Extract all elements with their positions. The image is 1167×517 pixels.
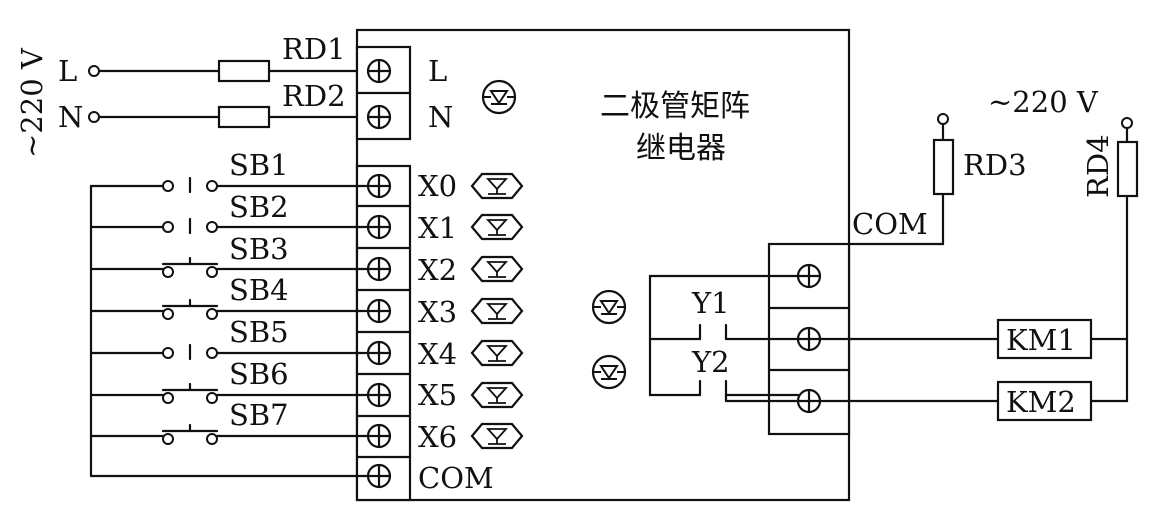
screw-terminal-icon: [366, 382, 392, 408]
screw-terminal-icon: [796, 326, 822, 352]
fuse-rd3: [932, 138, 955, 196]
screw-terminal-icon: [366, 340, 392, 366]
screw-terminal-icon: [366, 298, 392, 324]
wire-output-com: [847, 192, 945, 246]
terminal-x6-label: X6: [418, 420, 457, 454]
output-indicator-icon: [591, 289, 627, 325]
terminal-x1-label: X1: [418, 211, 457, 245]
supply-l-label: L: [58, 54, 77, 88]
button-sb6-label: SB6: [229, 357, 289, 391]
push-button-sb1: [162, 176, 218, 194]
input-terminal-dividers: [355, 204, 412, 459]
terminal-com-label: COM: [418, 461, 494, 495]
input-indicator-icon: [470, 339, 524, 367]
device-title-line1: 二极管矩阵: [600, 89, 750, 124]
push-button-sb7: [161, 423, 219, 445]
fuse-rd4-label: RD4: [1081, 134, 1115, 198]
output-com-label: COM: [852, 207, 928, 241]
input-indicator-icon: [470, 172, 524, 200]
power-indicator-icon: [481, 79, 517, 115]
supply-right-terminal-1: [937, 113, 949, 125]
screw-terminal-icon: [366, 58, 392, 84]
relay-y1-label: Y1: [691, 286, 730, 320]
terminal-x5-label: X5: [418, 378, 457, 412]
terminal-l-label: L: [428, 54, 447, 88]
terminal-x4-label: X4: [418, 337, 457, 371]
screw-terminal-icon: [366, 463, 392, 489]
screw-terminal-icon: [796, 263, 822, 289]
contactor-km2: [996, 380, 1093, 422]
device-title-line2: 继电器: [636, 131, 726, 166]
terminal-n-label: N: [428, 100, 453, 134]
button-sb3-label: SB3: [229, 232, 289, 266]
push-button-sb2: [162, 217, 218, 235]
push-button-sb6: [161, 382, 219, 404]
button-sb1-label: SB1: [229, 148, 289, 182]
supply-l-terminal: [88, 65, 100, 77]
supply-right-terminal-2: [1121, 117, 1133, 129]
input-indicator-icon: [470, 422, 524, 450]
relay-common-wire: [648, 274, 800, 397]
supply-n-label: N: [58, 100, 83, 134]
fuse-rd3-label: RD3: [963, 148, 1027, 182]
input-indicator-icon: [470, 255, 524, 283]
push-button-sb4: [161, 298, 219, 320]
screw-terminal-icon: [796, 388, 822, 414]
screw-terminal-icon: [366, 423, 392, 449]
supply-left-voltage: ~220 V: [15, 47, 49, 158]
relay-y2-label: Y2: [691, 345, 730, 379]
button-sb7-label: SB7: [229, 398, 289, 432]
fuse-rd2-label: RD2: [282, 79, 346, 113]
push-button-sb3: [161, 256, 219, 278]
input-indicator-icon: [470, 381, 524, 409]
terminal-x2-label: X2: [418, 253, 457, 287]
input-indicator-icon: [470, 213, 524, 241]
fuse-rd2: [217, 105, 271, 129]
screw-terminal-icon: [366, 256, 392, 282]
button-sb5-label: SB5: [229, 315, 289, 349]
button-wires: [89, 184, 370, 438]
screw-terminal-icon: [366, 104, 392, 130]
button-sb2-label: SB2: [229, 190, 289, 224]
fuse-rd1-label: RD1: [282, 32, 346, 66]
push-button-sb5: [162, 343, 218, 361]
supply-n-terminal: [88, 111, 100, 123]
terminal-x0-label: X0: [418, 169, 457, 203]
contactor-km2-label: KM2: [1006, 385, 1076, 419]
contactor-km1-label: KM1: [1006, 323, 1076, 357]
screw-terminal-icon: [366, 214, 392, 240]
fuse-rd1: [217, 59, 271, 83]
contactor-km1: [996, 318, 1093, 360]
screw-terminal-icon: [366, 173, 392, 199]
fuse-rd4: [1116, 140, 1139, 198]
terminal-x3-label: X3: [418, 295, 457, 329]
supply-right-voltage: ~220 V: [988, 85, 1099, 119]
output-indicator-icon: [591, 354, 627, 390]
input-indicator-icon: [470, 297, 524, 325]
button-sb4-label: SB4: [229, 273, 289, 307]
